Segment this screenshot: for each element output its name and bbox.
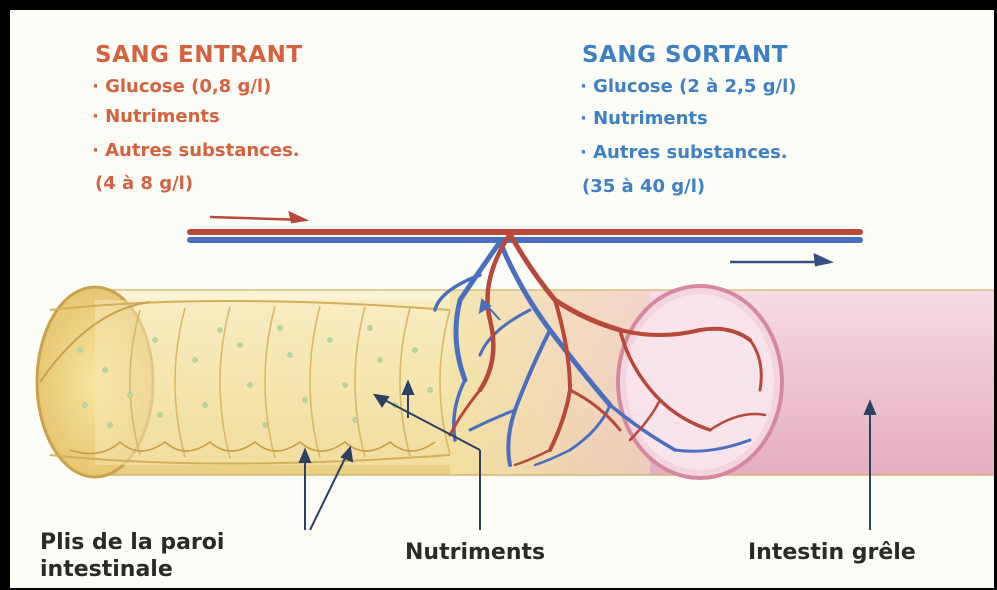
outgoing-line-other: · Autres substances. — [580, 142, 788, 163]
diagram-frame: SANG ENTRANT · Glucose (0,8 g/l) · Nutri… — [10, 10, 994, 588]
incoming-line-amount: (4 à 8 g/l) — [95, 173, 193, 194]
outgoing-title: SANG SORTANT — [582, 42, 788, 68]
folds-label-line2: intestinale — [40, 557, 173, 582]
incoming-line-nutrients: · Nutriments — [92, 106, 220, 127]
folds-label-line1: Plis de la paroi — [40, 530, 224, 555]
nutrients-label: Nutriments — [405, 540, 545, 565]
incoming-title: SANG ENTRANT — [95, 42, 303, 68]
outgoing-line-nutrients: · Nutriments — [580, 108, 708, 129]
flow-arrow-in — [210, 213, 305, 222]
outgoing-line-amount: (35 à 40 g/l) — [582, 176, 705, 197]
incoming-line-glucose: · Glucose (0,8 g/l) — [92, 76, 271, 97]
flow-arrow-out — [730, 255, 830, 265]
small-intestine-label: Intestin grêle — [748, 540, 916, 565]
outgoing-line-glucose: · Glucose (2 à 2,5 g/l) — [580, 76, 797, 97]
incoming-line-other: · Autres substances. — [92, 140, 300, 161]
